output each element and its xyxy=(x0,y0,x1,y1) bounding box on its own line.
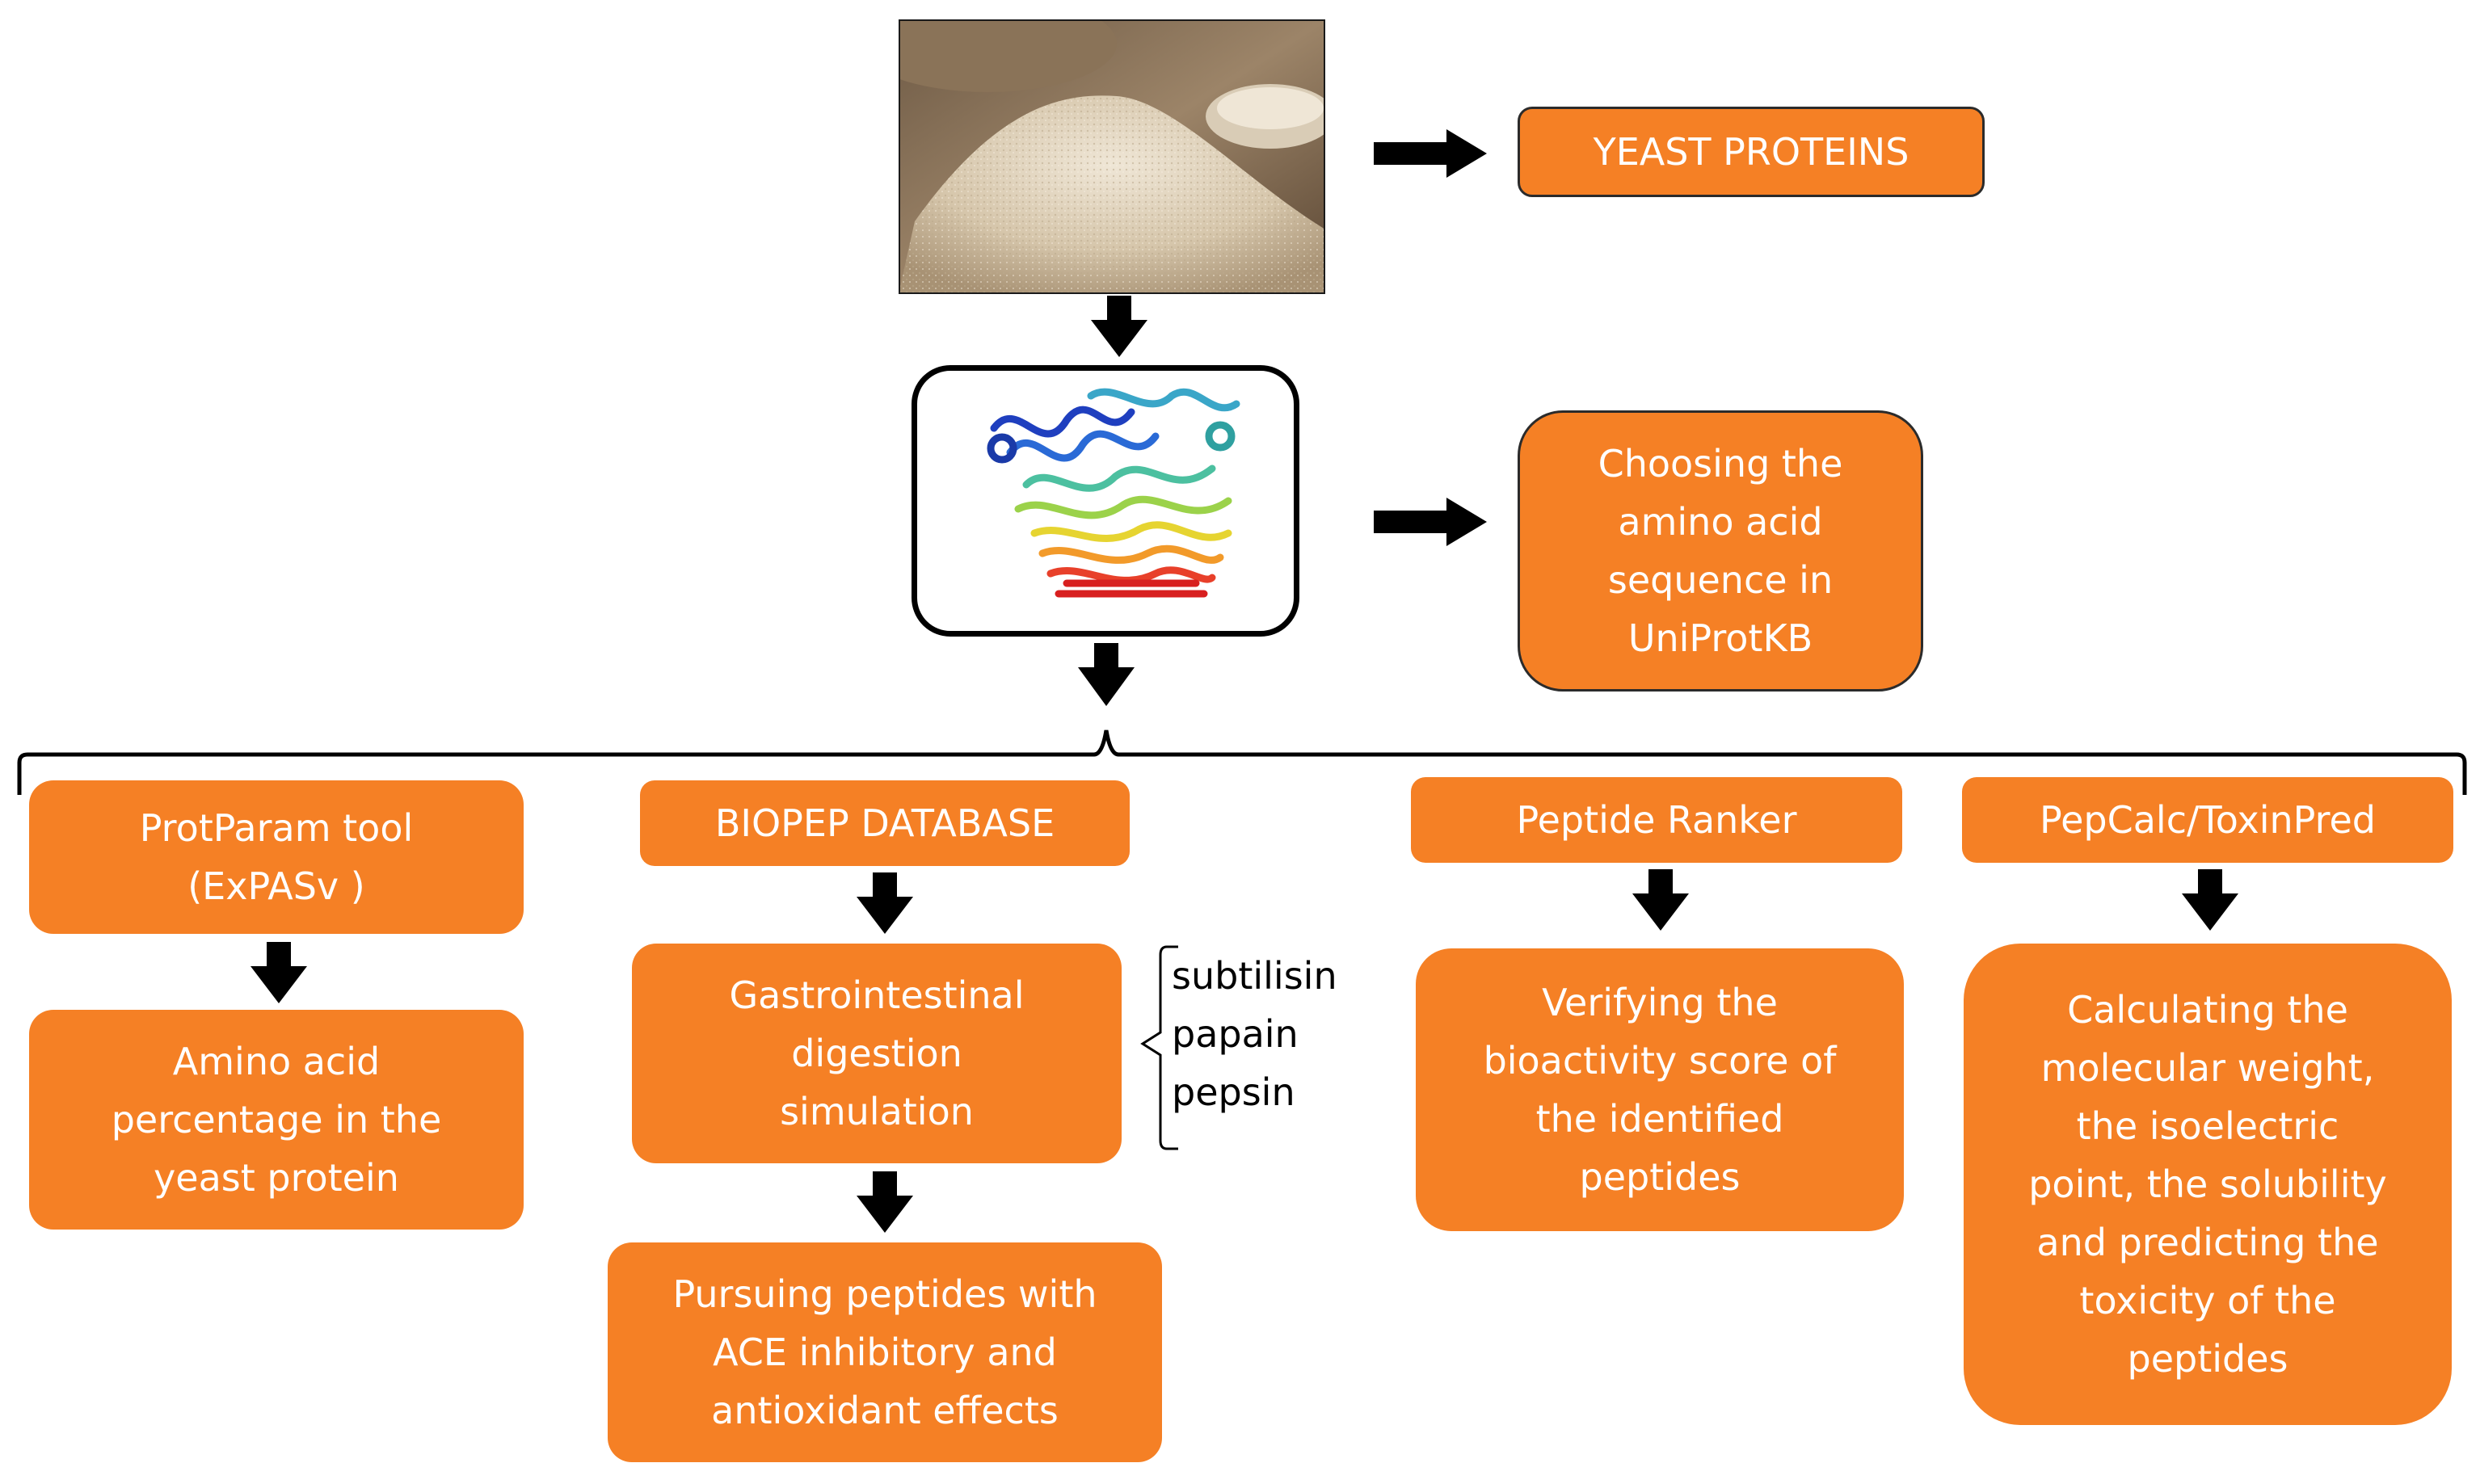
yeast-proteins-box: YEAST PROTEINS xyxy=(1518,107,1985,197)
arrow-down-icon xyxy=(1091,296,1147,357)
pepcalc-box: PepCalc/ToxinPred xyxy=(1962,777,2453,863)
arrow-down-icon xyxy=(251,942,307,1003)
biopep-box: BIOPEP DATABASE xyxy=(640,780,1130,866)
choosing-sequence-box: Choosing the amino acid sequence in UniP… xyxy=(1518,410,1923,692)
yeast-powder-photo xyxy=(899,19,1325,294)
verifying-bioactivity-box: Verifying the bioactivity score of the i… xyxy=(1416,948,1904,1231)
enzyme-list: subtilisin papain pepsin xyxy=(1172,954,1337,1114)
arrow-right-icon xyxy=(1374,129,1487,178)
protein-structure-ribbon xyxy=(987,388,1240,598)
pursuing-peptides-box: Pursuing peptides with ACE inhibitory an… xyxy=(608,1242,1162,1462)
arrow-down-icon xyxy=(2182,869,2238,931)
amino-acid-percentage-box: Amino acid percentage in the yeast prote… xyxy=(29,1010,524,1230)
arrow-down-icon xyxy=(857,872,913,934)
calculating-mw-box: Calculating the molecular weight, the is… xyxy=(1964,944,2452,1425)
gi-digestion-box: Gastrointestinal digestion simulation xyxy=(632,944,1122,1163)
arrow-down-icon xyxy=(1078,643,1135,706)
branch-brace xyxy=(17,729,2467,795)
protparam-box: ProtParam tool (ExPASv ) xyxy=(29,780,524,934)
peptide-ranker-box: Peptide Ranker xyxy=(1411,777,1902,863)
arrow-down-icon xyxy=(857,1171,913,1233)
enzyme-bracket xyxy=(1140,945,1178,1150)
arrow-down-icon xyxy=(1632,869,1689,931)
arrow-right-icon xyxy=(1374,498,1487,546)
